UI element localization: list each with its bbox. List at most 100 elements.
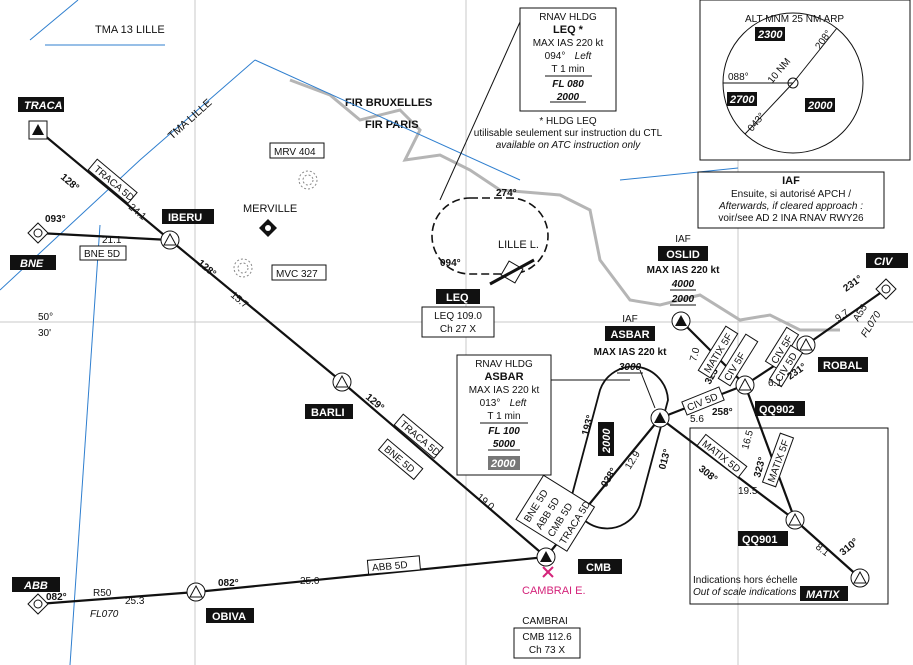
mvc-label: MVC 327 (276, 269, 318, 280)
leq-hold-title: RNAV HLDG (539, 12, 597, 23)
asbar-speed: MAX IAS 220 kt (594, 347, 667, 358)
robal-label: ROBAL (823, 360, 862, 372)
cambrai-e-label: CAMBRAI E. (522, 585, 586, 597)
fir-paris-label: FIR PARIS (365, 119, 419, 131)
leq-freq: LEQ 109.0 (434, 311, 482, 322)
cambrai-name: CAMBRAI (522, 616, 568, 627)
bne-crs: 093° (45, 214, 66, 225)
leq-ch: Ch 27 X (440, 324, 476, 335)
leq-hold-alt: 2000 (556, 92, 580, 103)
asbar-hold-time: T 1 min (487, 411, 520, 422)
iaf-note-line1: Ensuite, si autorisé APCH / (731, 189, 851, 200)
cmb-navaid-icon[interactable] (536, 547, 556, 567)
leq-hold-turn-dir: Left (575, 51, 593, 62)
asbar-waypoint-icon[interactable] (650, 408, 670, 428)
bne-5d-tag: BNE 5D (84, 249, 120, 260)
leq-hold-inbound: 094° (440, 258, 461, 269)
asbar-label: ASBAR (610, 329, 649, 341)
abb-navaid-icon[interactable] (27, 593, 49, 615)
lat-30-label: 30' (38, 328, 51, 339)
qq902-label: QQ902 (759, 404, 794, 416)
mrv-label: MRV 404 (274, 147, 316, 158)
fix-labels: TRACA BNE IBERU BARLI ABB OBIVA CMB CIV … (10, 97, 908, 623)
asbar-hold-speed: MAX IAS 220 kt (469, 385, 540, 396)
obiva-label: OBIVA (212, 611, 246, 623)
leq-hold-note-3: available on ATC instruction only (496, 140, 642, 151)
leq-hold-note-1: * HLDG LEQ (539, 116, 596, 127)
qq901-crs2: 323° (752, 456, 768, 479)
oslid-alt-min: 2000 (671, 294, 695, 305)
obiva-crs: 082° (218, 578, 239, 589)
msa-alt-2000: 2000 (807, 100, 833, 112)
msa-brg-088: 088° (728, 72, 749, 83)
obiva-waypoint-icon[interactable] (186, 582, 206, 602)
leq-hold-name: LEQ * (553, 24, 584, 36)
oslid-waypoint-icon[interactable] (671, 311, 691, 331)
abb-5d-tag: ABB 5D (372, 560, 408, 574)
matix-waypoint-icon[interactable] (850, 568, 870, 588)
iaf-note-box: IAF Ensuite, si autorisé APCH / Afterwar… (697, 171, 885, 229)
asbar-hold-min: 2000 (490, 458, 516, 470)
iaf-note-line2: Afterwards, if cleared approach : (718, 201, 863, 212)
leq-navaid-box: LEQ 109.0 Ch 27 X (421, 306, 495, 338)
lille-label: LILLE L. (498, 239, 539, 251)
tma-13-lille-label: TMA 13 LILLE (95, 24, 165, 36)
abb-label: ABB (23, 580, 48, 592)
leq-hold-time: T 1 min (551, 64, 584, 75)
inset-frame (689, 427, 889, 605)
leq-hold-note-2: utilisable seulement sur instruction du … (474, 128, 663, 139)
qq902-waypoint-icon[interactable] (735, 375, 755, 395)
civ-label: CIV (874, 256, 894, 268)
merville-airport-icon (259, 219, 277, 237)
cambrai-freq: CMB 112.6 (522, 632, 572, 643)
oslid-label: OSLID (666, 249, 700, 261)
leq-navaid-icon[interactable] (489, 258, 535, 286)
oslid-dist: 7.0 (688, 346, 702, 363)
cambrai-navaid-box: CAMBRAI CMB 112.6 Ch 73 X (513, 616, 581, 659)
leq-holding: 274° 094° LILLE L. (431, 21, 549, 275)
mvc-ndb-icon (233, 258, 253, 278)
asbar-hold-turn-crs: 013° (480, 398, 501, 409)
traca-waypoint-icon[interactable] (28, 120, 48, 140)
civ-navaid-icon[interactable] (875, 278, 897, 300)
leq-hold-outbound: 274° (496, 188, 517, 199)
oslid-box: IAF OSLID MAX IAS 220 kt 4000 2000 (647, 234, 720, 306)
qq901-waypoint-icon[interactable] (785, 510, 805, 530)
leq-hold-box: RNAV HLDG LEQ * MAX IAS 220 kt 094° Left… (474, 7, 663, 151)
abb-dist: 25.3 (125, 596, 145, 607)
obiva-dist: 25.0 (300, 576, 320, 587)
bne-navaid-icon[interactable] (27, 222, 49, 244)
asbar-hold-name: ASBAR (484, 371, 523, 383)
asbar-alt: 3000 (619, 362, 642, 373)
qq901-label: QQ901 (742, 534, 777, 546)
leq-hold-turn-crs: 094° (545, 51, 566, 62)
iaf-crs-013: 013° (657, 448, 673, 471)
bne-label: BNE (20, 258, 44, 270)
oslid-speed: MAX IAS 220 kt (647, 265, 720, 276)
oslid-iaf: IAF (675, 234, 691, 245)
ndb-boxes: MRV 404 MVC 327 (269, 142, 327, 281)
barli-waypoint-icon[interactable] (332, 372, 352, 392)
msa-alt-2700: 2700 (729, 94, 755, 106)
lat-50-label: 50° (38, 312, 53, 323)
merville-label: MERVILLE (243, 203, 297, 215)
barli-label: BARLI (311, 407, 345, 419)
asbar-iaf-box: IAF ASBAR MAX IAS 220 kt 3000 (594, 314, 667, 374)
leq-hold-speed: MAX IAS 220 kt (533, 38, 604, 49)
iberu-waypoint-icon[interactable] (160, 230, 180, 250)
inset-note-en: Out of scale indications (693, 587, 796, 598)
cmb-label: CMB (586, 562, 611, 574)
abb-crs: 082° (46, 592, 67, 603)
matix-label: MATIX (806, 589, 840, 601)
msa-diagram: ALT MNM 25 NM ARP 2300 2700 2000 088° 20… (699, 0, 911, 161)
asbar-hold-box: RNAV HLDG ASBAR MAX IAS 220 kt 013° Left… (456, 354, 552, 476)
abb-r50: R50 (93, 588, 112, 599)
robal-dist: 6.1 (768, 378, 782, 389)
mrv-ndb-icon (298, 170, 318, 190)
asbar-hold-alt: 2000 (601, 428, 613, 454)
robal-waypoint-icon[interactable] (796, 335, 816, 355)
fir-bruxelles-label: FIR BRUXELLES (345, 97, 432, 109)
qq901-dist: 19.5 (738, 486, 758, 497)
oslid-alt-max: 4000 (671, 279, 695, 290)
